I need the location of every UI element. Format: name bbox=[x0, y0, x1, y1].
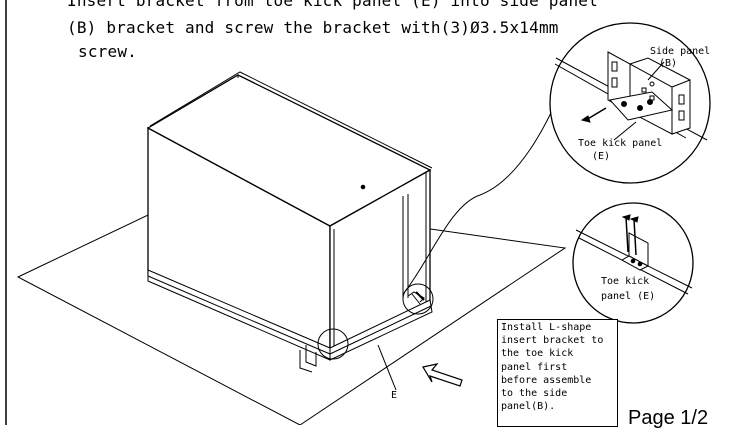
note-line: panel first bbox=[501, 361, 568, 373]
panel-e-label: E bbox=[391, 390, 398, 401]
note-line: before assemble bbox=[501, 374, 592, 386]
toe-kick-panel-label-top: Toe kick panel bbox=[578, 138, 663, 149]
page-number: Page 1/2 bbox=[628, 407, 709, 429]
note-line: insert bracket to bbox=[501, 335, 604, 347]
side-panel-ref: (B) bbox=[659, 58, 678, 69]
instruction-line-1: Insert bracket from toe kick panel (E) i… bbox=[67, 0, 598, 10]
instruction-line-2: (B) bracket and screw the bracket with(3… bbox=[67, 18, 559, 37]
toe-kick-ref-right: panel (E) bbox=[601, 291, 656, 302]
note-line: Install L-shape bbox=[501, 322, 592, 333]
side-panel-label: Side panel bbox=[650, 46, 711, 57]
note-line: to the side bbox=[501, 388, 568, 400]
install-note-box: Install L-shape insert bracket to the to… bbox=[497, 319, 618, 427]
instruction-line-3: screw. bbox=[78, 42, 137, 61]
note-line: panel(B). bbox=[501, 401, 556, 413]
toe-kick-label-right: Toe kick bbox=[601, 276, 650, 287]
note-line: the toe kick bbox=[501, 348, 574, 360]
toe-kick-panel-ref-top: (E) bbox=[592, 151, 611, 162]
